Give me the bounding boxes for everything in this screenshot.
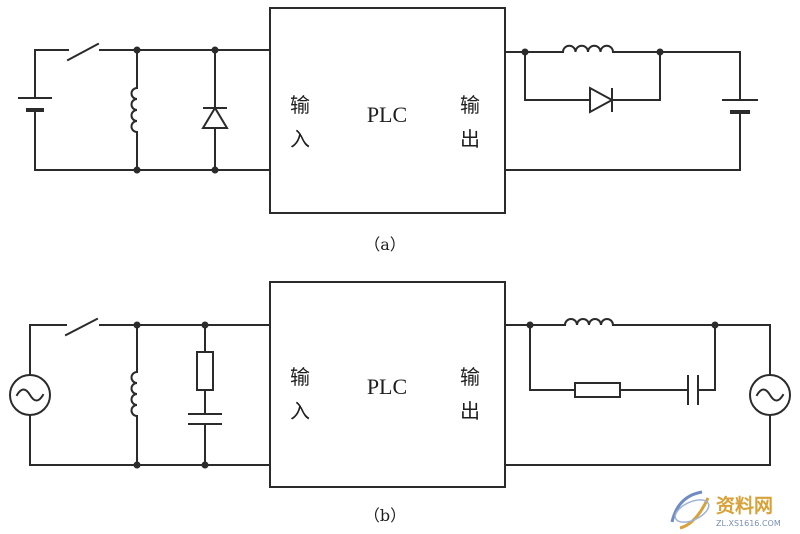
coil: [130, 370, 139, 418]
sine-wave: [755, 388, 785, 402]
junction-dot: [133, 461, 141, 469]
caption-a: （a）: [364, 235, 406, 254]
input-label-b-2: 入: [290, 399, 310, 423]
capacitor-icon: [188, 413, 222, 425]
diode-triangle: [201, 106, 229, 129]
inductor-icon: [563, 318, 615, 327]
rc-snubber: [188, 324, 222, 466]
output-circuit-a: [504, 44, 758, 171]
plc-box-a: [269, 7, 506, 214]
junction-dot: [526, 321, 534, 329]
output-circuit-b: [504, 318, 791, 466]
inductor-icon: [130, 49, 139, 171]
watermark: 资料网 ZL.XS1616.COM: [670, 490, 781, 530]
junction-dot: [133, 46, 141, 54]
diode-icon: [201, 49, 229, 171]
ac-source-icon: [9, 324, 51, 466]
dc-battery-icon: [18, 49, 52, 171]
resistor-icon: [196, 351, 214, 391]
input-label-b-1: 输: [290, 365, 310, 389]
junction-dot: [521, 48, 529, 56]
diagram-b: 输 入 PLC 输 出: [9, 281, 791, 525]
input-label-a-2: 入: [290, 127, 310, 151]
sine-wave: [15, 388, 45, 402]
input-circuit-b: [9, 317, 271, 469]
junction-dot: [133, 321, 141, 329]
output-label-a-1: 输: [460, 93, 480, 117]
logo-arc-blue: [670, 490, 703, 523]
switch-icon: [66, 42, 100, 62]
plc-label-a: PLC: [367, 102, 407, 127]
resistor-icon: [574, 382, 621, 398]
swirl-logo-icon: [670, 490, 710, 530]
watermark-url: ZL.XS1616.COM: [716, 519, 781, 528]
logo-ring: [674, 499, 710, 523]
watermark-name: 资料网: [716, 494, 773, 517]
inductor-icon: [130, 324, 139, 466]
ac-source-icon: [749, 324, 791, 466]
plc-box-b: [269, 281, 506, 488]
junction-dot: [211, 166, 219, 174]
junction-dot: [133, 166, 141, 174]
diagram-a: 输 入 PLC 输 出: [18, 7, 758, 254]
junction-dot: [211, 46, 219, 54]
dc-battery-icon: [722, 51, 758, 171]
plc-label-b: PLC: [367, 374, 407, 399]
coil: [130, 86, 139, 134]
inductor-icon: [561, 44, 615, 54]
input-circuit-a: [18, 42, 271, 174]
output-label-b-2: 出: [460, 399, 480, 423]
output-label-b-1: 输: [460, 365, 480, 389]
input-label-a-1: 输: [290, 93, 310, 117]
diode-triangle: [589, 86, 615, 114]
junction-dot: [711, 321, 719, 329]
capacitor-icon: [687, 375, 699, 405]
diode-icon: [589, 86, 615, 114]
junction-dot: [201, 321, 209, 329]
caption-b: （b）: [364, 506, 406, 525]
output-label-a-2: 出: [460, 127, 480, 151]
logo-arc-gold: [679, 497, 710, 530]
junction-dot: [656, 48, 664, 56]
switch-icon: [64, 317, 99, 337]
junction-dot: [201, 461, 209, 469]
